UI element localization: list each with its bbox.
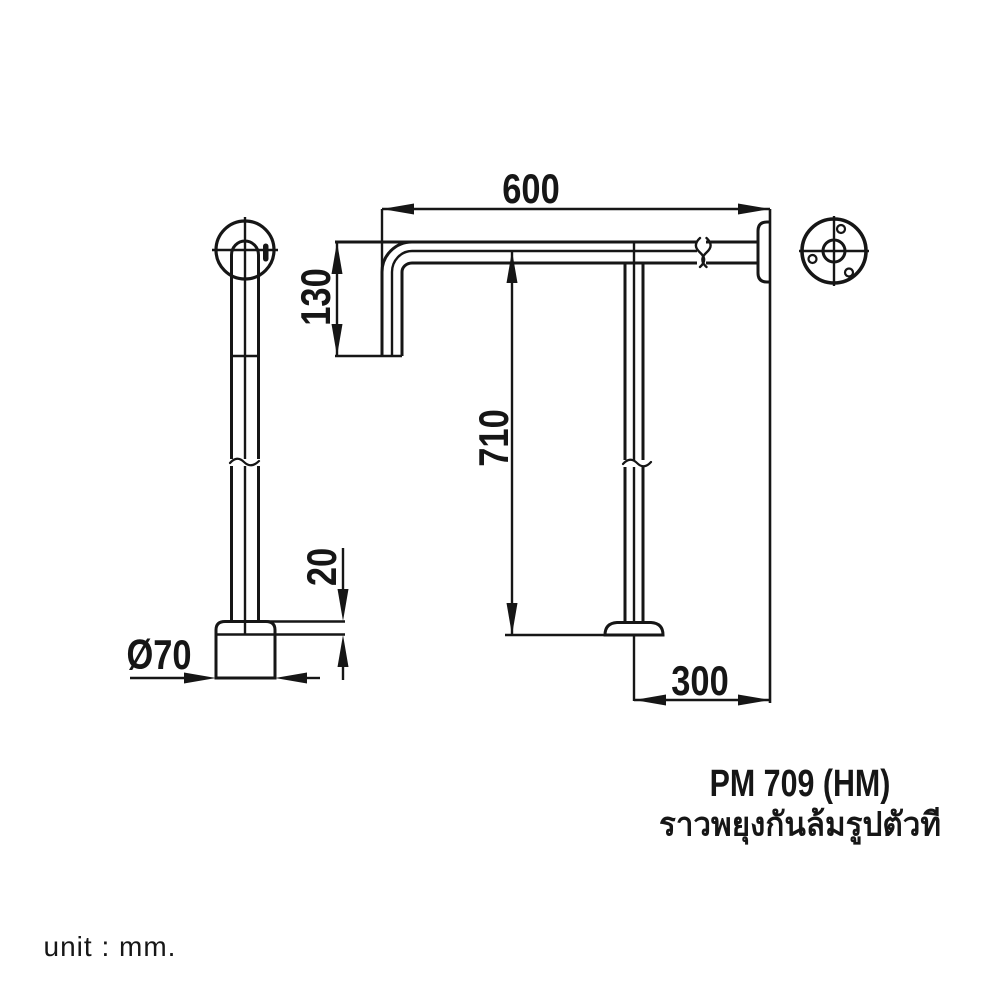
dimension-label-20: 20 <box>298 547 345 587</box>
end-flange-screw-hole-left <box>807 253 818 265</box>
bar-break-mark-2 <box>701 236 712 269</box>
bend-inner-arc <box>400 261 413 273</box>
dimension-label-130: 130 <box>292 268 339 326</box>
unit-note: unit : mm. <box>43 931 177 962</box>
dimension-label-dia70: Ø70 <box>126 631 192 678</box>
dimension-label-710: 710 <box>470 409 517 467</box>
dimension-bar-length <box>380 203 770 272</box>
dimension-post-to-wall <box>634 694 770 706</box>
side-view <box>212 217 345 680</box>
dimension-label-600: 600 <box>502 165 560 212</box>
wall-flange-profile <box>756 220 770 284</box>
model-code: PM 709 (HM) <box>709 763 891 805</box>
post-break-mark <box>621 458 653 468</box>
dimension-post-height <box>506 251 518 635</box>
dimension-label-300: 300 <box>671 657 729 704</box>
dimension-flange-diameter <box>130 672 320 684</box>
dimension-bend-drop <box>331 242 343 356</box>
floor-flange-hat <box>603 621 665 637</box>
end-flange-screw-hole-top <box>835 223 847 235</box>
flange-screw-mark <box>263 243 269 262</box>
bend-mid-arc <box>390 249 413 273</box>
front-view <box>335 209 772 703</box>
dimension-flange-height <box>337 548 349 680</box>
side-post-break-mark <box>228 457 261 467</box>
end-flange-screw-hole-bottom <box>843 267 855 278</box>
side-floor-flange <box>214 620 277 680</box>
product-name-thai: ราวพยุงกันล้มรูปตัวที <box>658 805 942 843</box>
end-view-wall-flange <box>799 216 869 286</box>
